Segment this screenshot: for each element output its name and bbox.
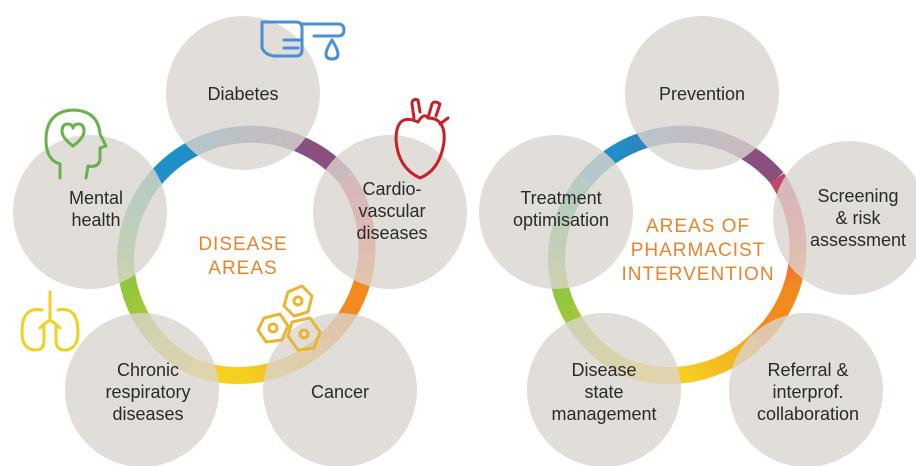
bubble-treatment bbox=[479, 135, 633, 289]
label-cancer: Cancer bbox=[311, 382, 369, 402]
bubble-prevention bbox=[625, 16, 779, 170]
label-line: management bbox=[551, 404, 656, 424]
label-line: diseases bbox=[112, 404, 183, 424]
heart-icon bbox=[394, 98, 450, 180]
intervention-bubbles bbox=[479, 16, 916, 466]
label-referral: Referral &interprof.collaboration bbox=[757, 360, 859, 424]
label-line: interprof. bbox=[772, 382, 843, 402]
label-line: Mental bbox=[69, 188, 123, 208]
label-line: PHARMACIST bbox=[631, 240, 766, 261]
label-prevention: Prevention bbox=[659, 84, 745, 104]
bubble-cancer bbox=[263, 313, 417, 466]
hand-drop-icon bbox=[260, 20, 346, 61]
lungs-icon bbox=[20, 290, 80, 352]
bubble-screening bbox=[773, 141, 916, 295]
label-line: Cardio- bbox=[362, 179, 421, 199]
label-line: AREAS OF bbox=[646, 216, 750, 237]
label-line: DISEASE bbox=[198, 234, 287, 255]
cells-icon bbox=[256, 284, 322, 352]
label-line: optimisation bbox=[513, 210, 609, 230]
label-line: Cancer bbox=[311, 382, 369, 402]
disease-areas-center-label: DISEASE AREAS bbox=[198, 234, 287, 279]
bubble-referral bbox=[729, 313, 883, 466]
bubble-mental-health bbox=[13, 135, 167, 289]
label-line: Diabetes bbox=[207, 84, 278, 104]
label-line: Prevention bbox=[659, 84, 745, 104]
label-line: & risk bbox=[836, 208, 882, 228]
label-line: vascular bbox=[358, 201, 425, 221]
label-line: Screening bbox=[817, 186, 898, 206]
label-line: diseases bbox=[356, 223, 427, 243]
label-line: assessment bbox=[810, 230, 906, 250]
label-line: Disease bbox=[571, 360, 636, 380]
head-heart-icon bbox=[44, 108, 108, 180]
label-line: AREAS bbox=[208, 258, 277, 279]
label-line: Chronic bbox=[117, 360, 179, 380]
label-line: INTERVENTION bbox=[621, 264, 774, 285]
bubble-respiratory bbox=[65, 313, 219, 466]
label-line: respiratory bbox=[105, 382, 190, 402]
disease-bubbles bbox=[13, 16, 467, 466]
label-line: health bbox=[71, 210, 120, 230]
intervention-center-label: AREAS OF PHARMACIST INTERVENTION bbox=[621, 216, 774, 285]
label-line: Treatment bbox=[520, 188, 601, 208]
label-line: Referral & bbox=[767, 360, 848, 380]
label-line: collaboration bbox=[757, 404, 859, 424]
label-line: state bbox=[584, 382, 623, 402]
label-diabetes: Diabetes bbox=[207, 84, 278, 104]
bubble-disease-state bbox=[527, 313, 681, 466]
